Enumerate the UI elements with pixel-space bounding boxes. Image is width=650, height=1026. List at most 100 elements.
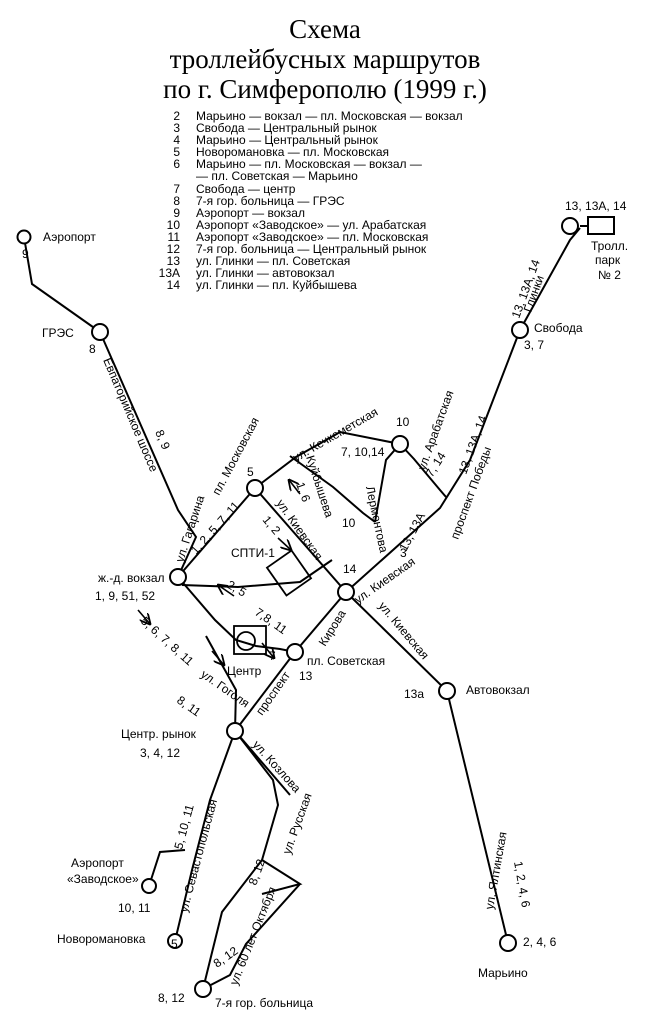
label-route: 8	[89, 342, 96, 356]
label-novoromanovka: Новоромановка	[57, 932, 146, 946]
title-line-2: троллейбусных маршрутов	[169, 44, 481, 74]
label-route: 9	[22, 247, 29, 261]
label-route: 8, 12	[158, 991, 185, 1005]
stop-glinki	[561, 217, 579, 235]
stop-sovetskaya	[286, 643, 304, 661]
label-route: 5	[171, 937, 178, 951]
stop-zavodskoe	[141, 878, 157, 894]
label-route: 3, 7	[524, 338, 544, 352]
stop-moskovskaya	[246, 479, 264, 497]
legend-row: — пл. Советская — Марьино	[196, 169, 358, 184]
label-avtovokzal: Автовокзал	[466, 683, 530, 697]
stop-svoboda	[511, 321, 529, 339]
line-gres-vokzal	[99, 331, 198, 578]
arrow-icon	[289, 480, 301, 495]
label-street: ул. Козлова	[250, 738, 304, 796]
line-vokzal-north	[181, 559, 333, 589]
arrow-icon	[277, 537, 291, 550]
label-bolnitsa: 7-я гор. больница	[215, 996, 313, 1010]
stop-bolnitsa	[194, 980, 212, 998]
arrow-icon	[218, 585, 235, 597]
label-zhd-vokzal: ж.-д. вокзал	[98, 571, 165, 585]
line-sevastopolskaya	[174, 730, 236, 942]
label-park: № 2	[598, 268, 621, 282]
label-route: 2, 5	[225, 577, 250, 599]
label-route: 13	[299, 669, 313, 683]
line-arabatskaya	[399, 443, 447, 498]
label-route: 14	[343, 562, 357, 576]
label-street: ул. Русская	[280, 791, 315, 856]
terminal-trolleybus-park	[580, 216, 615, 235]
label-route: 1, 9, 51, 52	[95, 589, 155, 603]
line-vokzal-moskovskaya	[177, 487, 256, 578]
label-route: 3, 4, 12	[140, 746, 180, 760]
label-route: 10	[396, 415, 410, 429]
title-line-1: Схема	[289, 14, 361, 44]
label-zavodskoe: Аэропорт	[71, 856, 124, 870]
trolleybus-park-icon	[587, 216, 615, 235]
label-route: 8, 12	[246, 857, 268, 887]
stop-arabatskaya	[391, 435, 409, 453]
spti-block	[233, 549, 313, 655]
label-route: 5, 6, 7, 8, 11	[138, 614, 197, 669]
stop-novoromanovka	[167, 933, 183, 949]
label-gres: ГРЭС	[42, 326, 74, 340]
arrow-icon	[137, 609, 150, 624]
label-route: 5	[247, 465, 254, 479]
arrow-icon	[211, 650, 224, 665]
line-zavodskoe-branch	[148, 849, 186, 887]
label-street: ул. Киевская	[352, 554, 418, 606]
label-route: 2, 4, 6	[523, 935, 557, 949]
stop-zhd-vokzal	[169, 568, 187, 586]
line-sovetskaya-rynok	[234, 651, 296, 732]
label-route: 5, 10, 11	[171, 803, 196, 851]
stop-tsentr-rynok	[226, 722, 244, 740]
route-lines	[23, 227, 581, 990]
label-zavodskoe: «Заводское»	[67, 872, 139, 886]
label-street: Евпаторийское шоссе	[100, 356, 161, 474]
label-svoboda: Свобода	[534, 321, 583, 335]
label-street: ул. Ялтинская	[482, 831, 509, 911]
stop-aeroport	[16, 229, 32, 245]
route-arrows	[137, 480, 301, 665]
label-route: 3	[400, 546, 407, 560]
label-route: 7	[269, 649, 276, 663]
label-route: 13, 13А, 14	[565, 199, 627, 213]
label-spti: СПТИ-1	[231, 546, 275, 560]
map-labels: Аэропорт 9 ГРЭС 8 Евпаторийское шоссе 8,…	[22, 199, 628, 1010]
label-marino: Марьино	[478, 966, 528, 980]
line-moskovskaya-kievskaya	[254, 487, 347, 593]
label-route: 7, 10,14	[341, 445, 385, 459]
spti-building	[265, 549, 313, 597]
arrow-icon	[261, 642, 274, 658]
tsentr-frame	[233, 625, 267, 655]
tsentr-ring	[236, 631, 256, 651]
label-route: 7,8, 11	[252, 605, 290, 637]
label-route: 10, 11	[118, 901, 151, 915]
line-vokzal-tsentr	[177, 576, 296, 653]
label-street: ул. 60 лет Октября	[227, 885, 279, 987]
title-line-3: по г. Симферополю (1999 г.)	[163, 74, 487, 104]
label-tsentr: Центр	[227, 664, 262, 678]
label-street: ул. Гагарина	[173, 493, 208, 564]
label-street: Кирова	[316, 607, 349, 649]
stop-gres	[91, 323, 109, 341]
label-park: Тролл.	[591, 239, 628, 253]
label-route: 8, 11	[174, 693, 203, 719]
label-route: 1, 6	[293, 480, 313, 504]
stops	[16, 217, 579, 998]
label-route: 13а	[404, 687, 424, 701]
line-kievskaya-marino	[345, 591, 509, 944]
